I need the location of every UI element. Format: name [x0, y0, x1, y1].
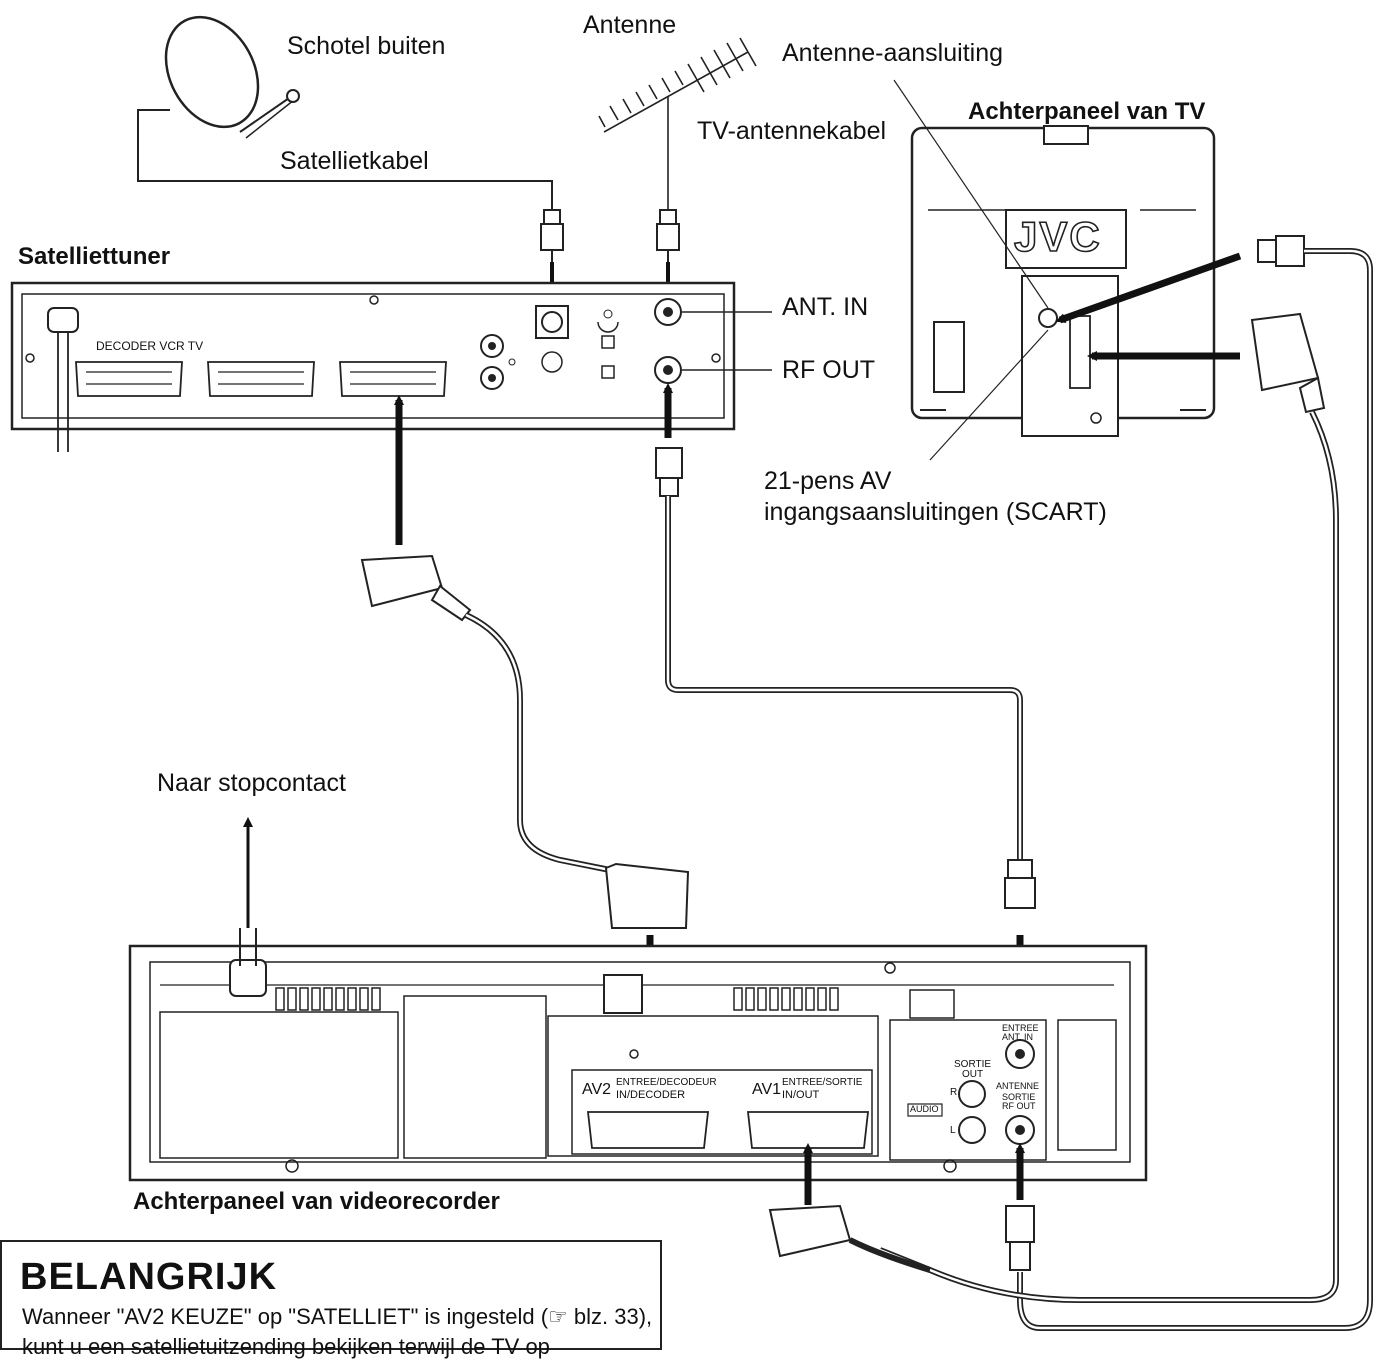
antenna-icon [598, 37, 757, 212]
av1-label: AV1 [752, 1081, 782, 1098]
tv-back-label: Achterpaneel van TV [968, 98, 1206, 125]
antenna-connector-label: Antenne-aansluiting [782, 39, 1003, 67]
r-label: R [950, 1087, 958, 1098]
scart-plug-av1 [768, 1204, 852, 1258]
entree-2: ANT. IN [1002, 1032, 1034, 1042]
audio-label: AUDIO [910, 1104, 939, 1114]
sortie-out-2: OUT [962, 1069, 984, 1080]
note-title: BELANGRIJK [20, 1256, 278, 1298]
important-note-box: BELANGRIJK Wanneer "AV2 KEUZE" op "SATEL… [0, 1240, 662, 1359]
jvc-logo: JVC [1013, 213, 1102, 260]
scart-plug-upper [360, 554, 472, 622]
sortie-out-1: SORTIE [954, 1059, 992, 1070]
note-text: Wanneer "AV2 KEUZE" op "SATELLIET" is in… [22, 1304, 653, 1359]
tv-back-panel [893, 79, 1216, 461]
satellite-dish-icon [164, 15, 300, 139]
antenne-label: ANTENNE [996, 1081, 1040, 1091]
vcr-back-label: Achterpaneel van videorecorder [133, 1188, 500, 1215]
sortie-rf-1: SORTIE [1002, 1092, 1036, 1102]
tv-rf-plug [1257, 235, 1305, 267]
scart-plug-lower [604, 862, 690, 929]
dish-label: Schotel buiten [287, 32, 446, 60]
sat-tuner-label: Satelliettuner [18, 243, 171, 270]
av2-sub2: IN/DECODER [616, 1089, 686, 1101]
scart-label-line2: ingangsaansluitingen (SCART) [764, 498, 1107, 526]
vcr-back-panel [128, 928, 1148, 1182]
rf-plug-vcr [1004, 859, 1036, 909]
sat-cable-label: Satellietkabel [280, 147, 429, 175]
entree-1: ENTREE [1002, 1023, 1039, 1033]
rf-plug-tuner [655, 447, 683, 497]
outlet-label: Naar stopcontact [157, 769, 346, 797]
sortie-rf-2: RF OUT [1002, 1101, 1036, 1111]
av1-sub2: IN/OUT [782, 1089, 820, 1101]
decoder-vcr-tv-label: DECODER VCR TV [96, 339, 204, 353]
scart-cable-av2 [464, 612, 611, 873]
tv-cable-label: TV-antennekabel [697, 117, 887, 145]
l-label: L [950, 1125, 956, 1136]
rf-out-label: RF OUT [782, 356, 876, 384]
ant-in-label: ANT. IN [782, 293, 869, 321]
av1-sub1: ENTREE/SORTIE [782, 1077, 863, 1088]
rf-plug-vcr-out [1005, 1205, 1035, 1271]
tv-scart-plug [1250, 312, 1326, 414]
av2-sub1: ENTREE/DECODEUR [616, 1077, 717, 1088]
rf-cable-tuner-vcr [665, 496, 1023, 860]
scart-label-line1: 21-pens AV [764, 467, 892, 495]
antenna-label: Antenne [583, 11, 677, 39]
satellite-cable [137, 109, 553, 212]
satellite-tuner [10, 281, 772, 452]
av2-label: AV2 [582, 1081, 612, 1098]
sat-cable-plug [540, 209, 564, 275]
